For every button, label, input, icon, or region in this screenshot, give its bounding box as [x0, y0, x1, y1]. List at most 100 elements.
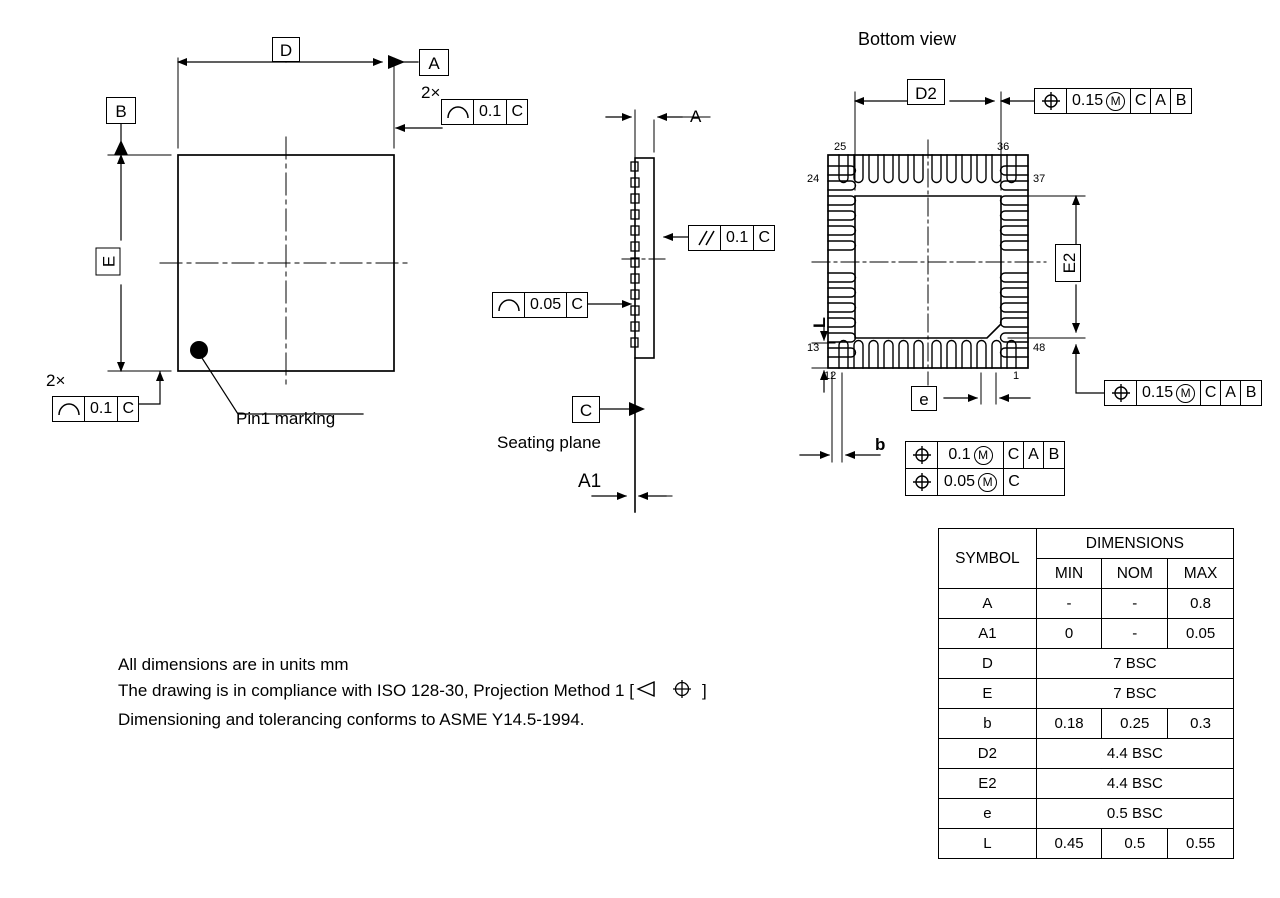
pin-number-25: 25: [834, 141, 847, 153]
fcf-datum-c: C: [1201, 381, 1222, 405]
fcf-datum-b: B: [1048, 446, 1060, 463]
position-icon: [1105, 381, 1137, 405]
projection-method-1-icon: [634, 679, 702, 707]
table-cell-value: 4.4 BSC: [1035, 738, 1235, 769]
dim-label-b: b: [875, 435, 886, 454]
table-cell-min: 0.18: [1035, 708, 1103, 739]
dim-label-a-side: A: [690, 107, 702, 126]
table-cell-symbol: e: [938, 798, 1037, 829]
table-cell-max: 0.05: [1167, 618, 1234, 649]
pin-number-12: 12: [824, 370, 837, 382]
fcf-datum-a: A: [1221, 381, 1242, 405]
qty-2x-top: 2×: [421, 83, 441, 102]
fcf-datum-b: B: [1245, 384, 1257, 401]
fcf-tolerance: 0.05: [525, 293, 568, 317]
top-view-geometry: [107, 55, 443, 415]
pin-number-48: 48: [1033, 342, 1046, 354]
profile-of-surface-icon: [442, 100, 474, 124]
pin-number-36: 36: [997, 141, 1010, 153]
table-cell-value: 0.5 BSC: [1035, 798, 1235, 829]
fcf-profile-top: 0.1 C: [441, 99, 529, 125]
bottom-view-geometry: [799, 91, 1106, 463]
mmc-modifier-icon: M: [973, 445, 993, 465]
position-icon: [906, 469, 938, 495]
qty-2x-bottom: 2×: [46, 371, 66, 390]
table-cell-value: 7 BSC: [1035, 678, 1235, 709]
table-cell-min: -: [1035, 588, 1103, 619]
position-icon: [1035, 89, 1067, 113]
pin-number-1: 1: [1013, 370, 1020, 382]
table-cell-value: 7 BSC: [1035, 648, 1235, 679]
table-cell-symbol: A1: [938, 618, 1037, 649]
fcf-datum: C: [122, 400, 135, 417]
table-cell-max: 0.8: [1167, 588, 1234, 619]
fcf-tolerance: 0.1: [85, 397, 119, 421]
bottom-view-title: Bottom view: [858, 29, 957, 49]
profile-of-surface-icon: [493, 293, 525, 317]
side-view-geometry: [577, 109, 711, 513]
table-cell-symbol: b: [938, 708, 1037, 739]
fcf-datum-c: C: [1008, 473, 1020, 490]
seating-plane-label: Seating plane: [497, 433, 601, 452]
pin1-marking-label: Pin1 marking: [236, 409, 336, 428]
note-line-2-close: ]: [701, 681, 707, 700]
note-line-2-text: The drawing is in compliance with ISO 12…: [118, 681, 634, 700]
notes-block: All dimensions are in units mm The drawi…: [118, 652, 707, 733]
dim-label-d: D: [272, 37, 300, 62]
table-cell-symbol: A: [938, 588, 1037, 619]
table-cell-nom: 0.5: [1101, 828, 1169, 859]
dim-label-d2: D2: [907, 79, 945, 105]
mmc-modifier-icon: M: [1176, 383, 1196, 403]
mmc-modifier-icon: M: [1106, 91, 1126, 111]
fcf-profile-bottom: 0.1 C: [52, 396, 140, 422]
fcf-datum: C: [511, 103, 524, 120]
datum-label-b: B: [106, 97, 136, 124]
table-cell-min: 0.45: [1035, 828, 1103, 859]
profile-of-surface-icon: [53, 397, 85, 421]
table-header-nom: NOM: [1101, 558, 1169, 589]
table-row: A--0.8: [938, 588, 1234, 619]
table-cell-symbol: D2: [938, 738, 1037, 769]
pin-number-24: 24: [807, 173, 820, 185]
datum-label-a: A: [419, 49, 449, 76]
fcf-profile-side: 0.05 C: [492, 292, 589, 318]
mmc-modifier-icon: M: [978, 472, 998, 492]
fcf-datum-c: C: [1004, 442, 1024, 468]
table-header-symbol: SYMBOL: [938, 528, 1037, 589]
fcf-datum-a: A: [1151, 89, 1172, 113]
table-cell-value: 4.4 BSC: [1035, 768, 1235, 799]
fcf-tolerance: 0.1: [474, 100, 508, 124]
fcf-parallelism: 0.1 C: [688, 225, 776, 251]
table-cell-symbol: E: [938, 678, 1037, 709]
fcf-tolerance: 0.1: [721, 226, 755, 250]
datum-label-c: C: [572, 396, 600, 423]
pin-number-37: 37: [1033, 173, 1046, 185]
table-cell-symbol: L: [938, 828, 1037, 859]
note-line-2: The drawing is in compliance with ISO 12…: [118, 678, 707, 707]
table-header-max: MAX: [1167, 558, 1234, 589]
fcf-datum: C: [758, 229, 771, 246]
dim-label-e-pitch: e: [911, 386, 937, 411]
pin-number-13: 13: [807, 342, 820, 354]
table-cell-nom: -: [1101, 588, 1169, 619]
fcf-datum: C: [571, 296, 583, 313]
position-icon: [906, 442, 938, 468]
table-cell-symbol: E2: [938, 768, 1037, 799]
dim-label-a1: A1: [578, 471, 602, 492]
